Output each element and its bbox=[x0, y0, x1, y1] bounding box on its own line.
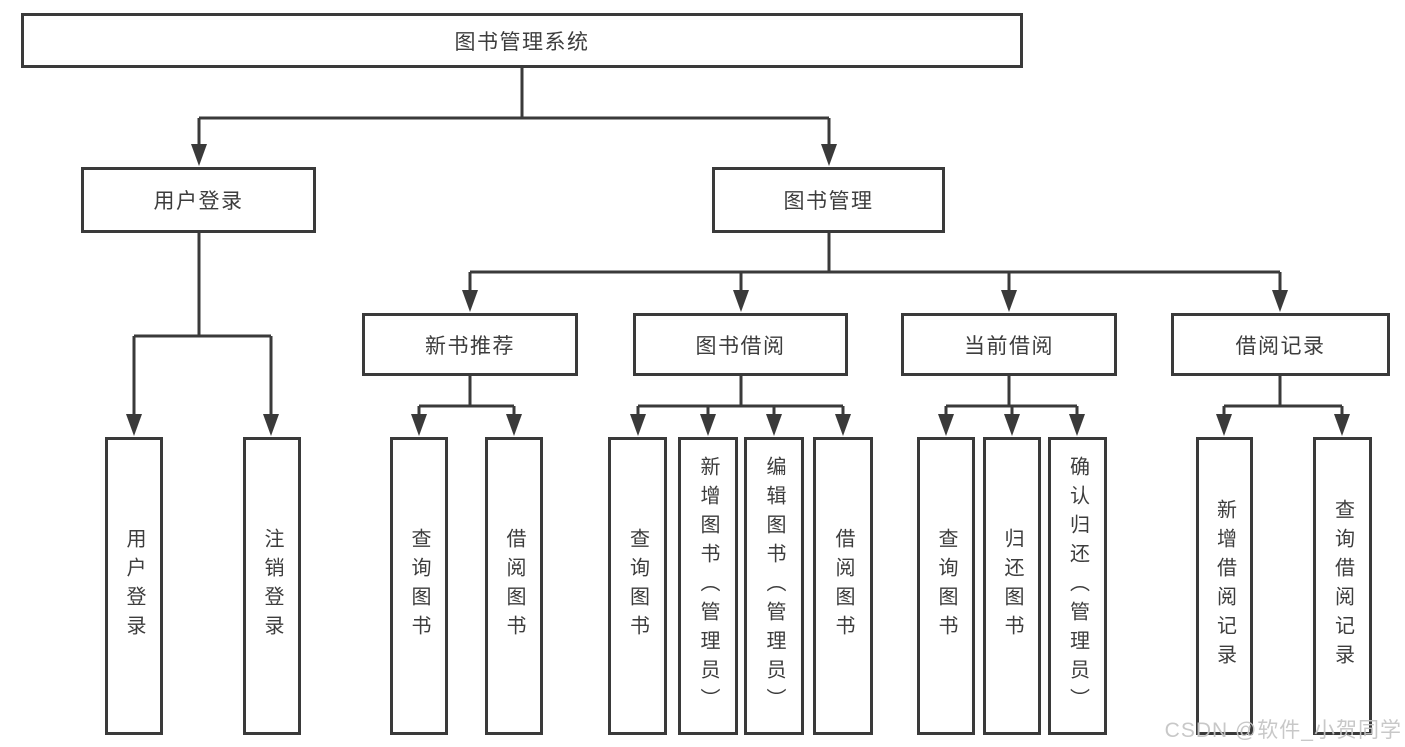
leaf-add-books-admin: 新增图书（管理员） bbox=[678, 437, 738, 735]
node-label: 图书管理 bbox=[783, 190, 874, 213]
node-user-login: 用户登录 bbox=[81, 167, 316, 233]
node-label: 用户登录 bbox=[153, 190, 244, 213]
node-library-management-system: 图书管理系统 bbox=[21, 13, 1023, 68]
node-label: 查询图书 bbox=[626, 528, 649, 644]
node-label: 借阅图书 bbox=[503, 528, 525, 644]
node-label: 查询图书 bbox=[935, 528, 957, 644]
arrow-down-icons bbox=[126, 144, 1350, 436]
node-label: 新书推荐 bbox=[425, 334, 515, 358]
node-book-management: 图书管理 bbox=[712, 167, 945, 233]
node-current-borrowing: 当前借阅 bbox=[901, 313, 1117, 376]
leaf-user-login: 用户登录 bbox=[105, 437, 163, 735]
node-borrowing-records: 借阅记录 bbox=[1171, 313, 1390, 376]
leaf-return-books: 归还图书 bbox=[983, 437, 1041, 735]
leaf-query-borrow-record: 查询借阅记录 bbox=[1313, 437, 1372, 735]
node-new-book-recommendation: 新书推荐 bbox=[362, 313, 578, 376]
leaf-query-books-current: 查询图书 bbox=[917, 437, 975, 735]
node-label: 当前借阅 bbox=[964, 334, 1054, 358]
node-label: 查询图书 bbox=[408, 528, 430, 644]
node-label: 借阅图书 bbox=[832, 528, 854, 644]
node-label: 图书借阅 bbox=[695, 334, 786, 358]
node-book-borrowing: 图书借阅 bbox=[633, 313, 848, 376]
leaf-logout: 注销登录 bbox=[243, 437, 301, 735]
connector-edges bbox=[132, 68, 1344, 416]
node-label: 用户登录 bbox=[123, 528, 145, 644]
node-label: 查询借阅记录 bbox=[1331, 499, 1354, 673]
leaf-borrow-books-borrowing: 借阅图书 bbox=[813, 437, 873, 735]
node-label: 编辑图书（管理员） bbox=[763, 455, 785, 717]
leaf-query-books-recommend: 查询图书 bbox=[390, 437, 448, 735]
leaf-add-borrow-record: 新增借阅记录 bbox=[1196, 437, 1253, 735]
leaf-query-books-borrowing: 查询图书 bbox=[608, 437, 667, 735]
node-label: 归还图书 bbox=[1001, 528, 1023, 644]
node-label: 确认归还（管理员） bbox=[1066, 455, 1089, 717]
node-label: 借阅记录 bbox=[1235, 334, 1326, 358]
node-label: 注销登录 bbox=[261, 528, 283, 644]
node-label: 新增借阅记录 bbox=[1213, 499, 1236, 673]
leaf-edit-books-admin: 编辑图书（管理员） bbox=[744, 437, 804, 735]
node-label: 图书管理系统 bbox=[454, 30, 590, 54]
leaf-borrow-books-recommend: 借阅图书 bbox=[485, 437, 543, 735]
leaf-confirm-return-admin: 确认归还（管理员） bbox=[1048, 437, 1107, 735]
watermark: CSDN @软件_小贺同学 bbox=[1164, 719, 1402, 742]
node-label: 新增图书（管理员） bbox=[697, 455, 719, 717]
